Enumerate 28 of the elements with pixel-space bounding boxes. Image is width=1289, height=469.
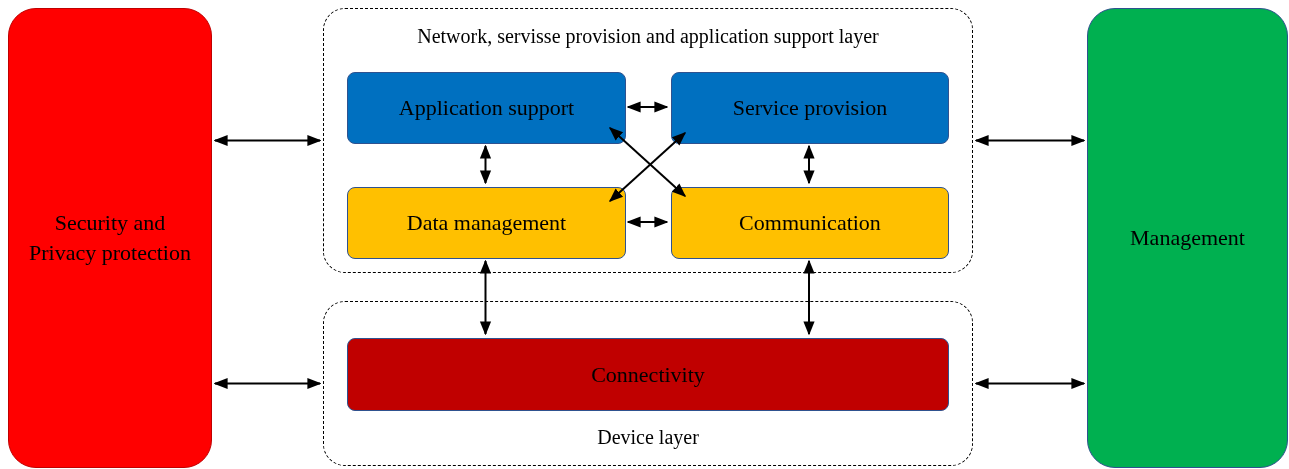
double-arrow bbox=[626, 216, 669, 228]
box-label: Application support bbox=[398, 94, 575, 123]
layer-title: Device layer bbox=[597, 425, 699, 451]
box-label: Connectivity bbox=[591, 360, 705, 389]
management-panel bbox=[1087, 8, 1288, 468]
process-box bbox=[347, 338, 949, 411]
double-arrow bbox=[479, 259, 492, 336]
double-arrow bbox=[803, 144, 815, 185]
process-box bbox=[671, 187, 949, 259]
double-arrow bbox=[803, 259, 815, 336]
double-arrow bbox=[974, 377, 1086, 390]
double-arrow bbox=[213, 377, 322, 390]
box-label: Security and Privacy protection bbox=[28, 209, 192, 267]
box-label: Management bbox=[1130, 224, 1245, 253]
layer-container bbox=[323, 301, 973, 466]
process-box bbox=[347, 187, 626, 259]
box-label: Data management bbox=[406, 209, 567, 238]
double-arrow bbox=[213, 134, 322, 147]
double-arrow bbox=[974, 134, 1086, 147]
double-arrow bbox=[626, 101, 669, 113]
layer-title: Network, servisse provision and application support layer bbox=[417, 24, 879, 50]
layer-container bbox=[323, 8, 973, 273]
process-box bbox=[671, 72, 949, 144]
process-box bbox=[347, 72, 626, 144]
box-label: Service provision bbox=[732, 94, 888, 123]
double-arrow bbox=[479, 144, 492, 185]
box-label: Communication bbox=[739, 209, 881, 238]
security-panel bbox=[8, 8, 212, 468]
